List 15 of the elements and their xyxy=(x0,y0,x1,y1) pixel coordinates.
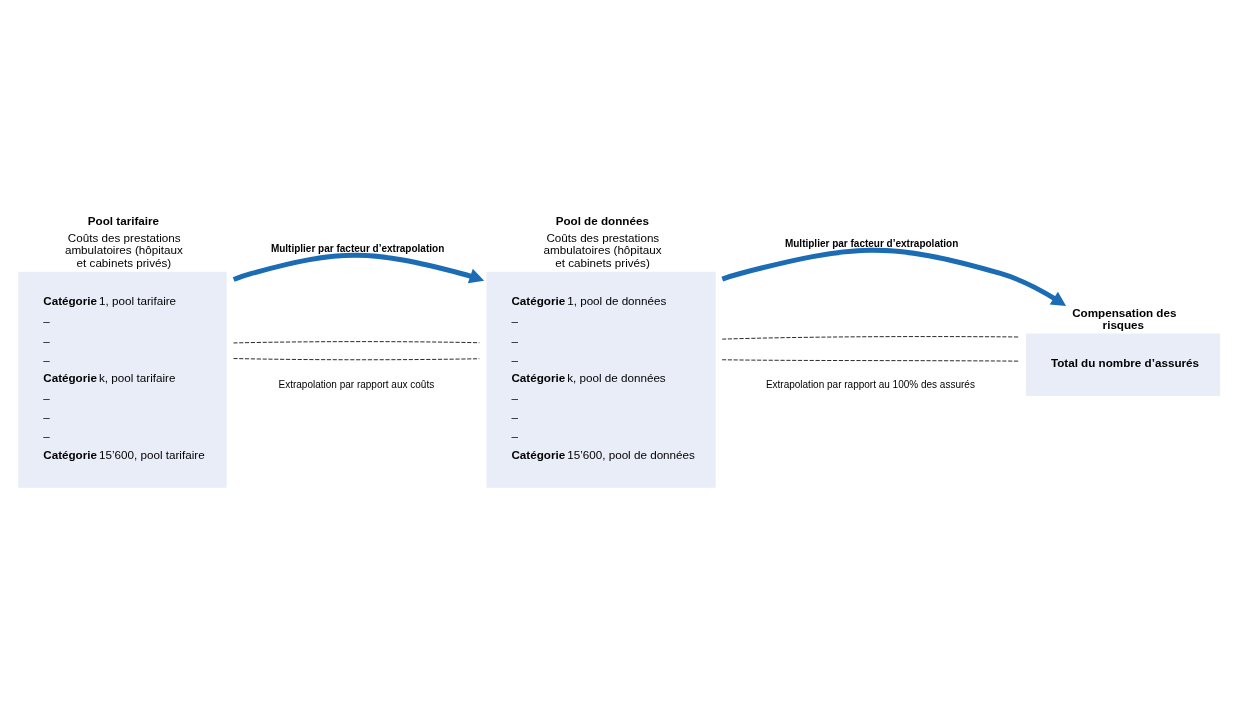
node-label: Coûts des prestations ambulatoires (hôpitaux et cabinets privés) xyxy=(543,230,662,269)
edge-label: Multiplier par facteur d’extrapolation xyxy=(270,242,445,254)
arrow xyxy=(232,252,485,283)
node-label: Coûts des prestations ambulatoires (hôpitaux et cabinets privés) xyxy=(64,230,183,269)
connector xyxy=(721,358,1019,362)
connector xyxy=(233,340,480,343)
label: Extrapolation par rapport au 100% des assurés xyxy=(765,378,975,390)
arrow xyxy=(721,247,1067,306)
node-label: Compensation des risques xyxy=(1072,305,1177,331)
node-label: Pool tarifaire xyxy=(87,213,160,227)
edge-label: Multiplier par facteur d’extrapolation xyxy=(784,237,959,249)
connector xyxy=(721,335,1019,340)
node-label: Pool de données xyxy=(555,213,649,227)
label: Extrapolation par rapport aux coûts xyxy=(278,378,435,390)
connector xyxy=(233,357,480,360)
